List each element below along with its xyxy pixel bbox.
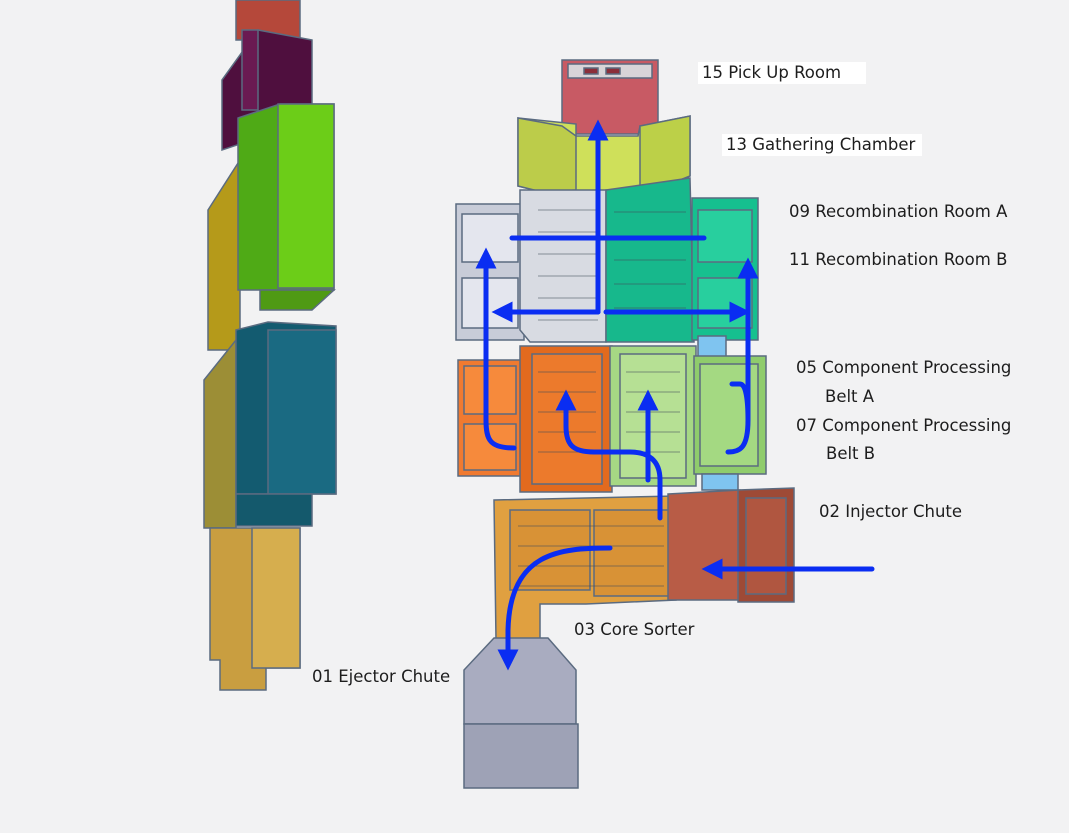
flow-arrow-core-to-belt-a bbox=[555, 389, 663, 521]
flow-arrow-belt-b-up bbox=[725, 268, 748, 455]
recombination-room-b-module bbox=[455, 189, 607, 343]
label-pick-up-room: 15 Pick Up Room bbox=[698, 62, 866, 84]
injector-chute-module bbox=[667, 487, 795, 603]
label-recombination-room-a: 09 Recombination Room A bbox=[789, 202, 1008, 221]
component-processing-belt-a-module bbox=[457, 345, 613, 493]
label-component-b-line1: 07 Component Processing bbox=[796, 416, 1012, 435]
label-injector-chute: 02 Injector Chute bbox=[819, 502, 963, 521]
flow-arrow-belt-a-up bbox=[475, 247, 517, 451]
pick-up-room-module bbox=[561, 59, 659, 135]
label-gathering-chamber: 13 Gathering Chamber bbox=[722, 134, 922, 156]
gathering-chamber-module bbox=[517, 115, 691, 193]
ejector-chute-module bbox=[463, 637, 579, 789]
label-component-a-line2: Belt A bbox=[825, 387, 875, 406]
recombination-room-a-module bbox=[605, 177, 759, 359]
core-sorter-module bbox=[493, 495, 677, 641]
side-elevation-tower bbox=[203, 0, 337, 691]
label-component-b-line2: Belt B bbox=[826, 444, 876, 463]
label-component-a-line1: 05 Component Processing bbox=[796, 358, 1012, 377]
flow-arrow-core-to-ejector bbox=[497, 545, 613, 671]
label-recombination-room-b: 11 Recombination Room B bbox=[789, 250, 1008, 269]
label-core-sorter: 03 Core Sorter bbox=[574, 620, 695, 639]
label-ejector-chute: 01 Ejector Chute bbox=[312, 667, 451, 686]
component-processing-belt-b-module bbox=[609, 345, 767, 491]
flow-arrows bbox=[475, 119, 875, 671]
